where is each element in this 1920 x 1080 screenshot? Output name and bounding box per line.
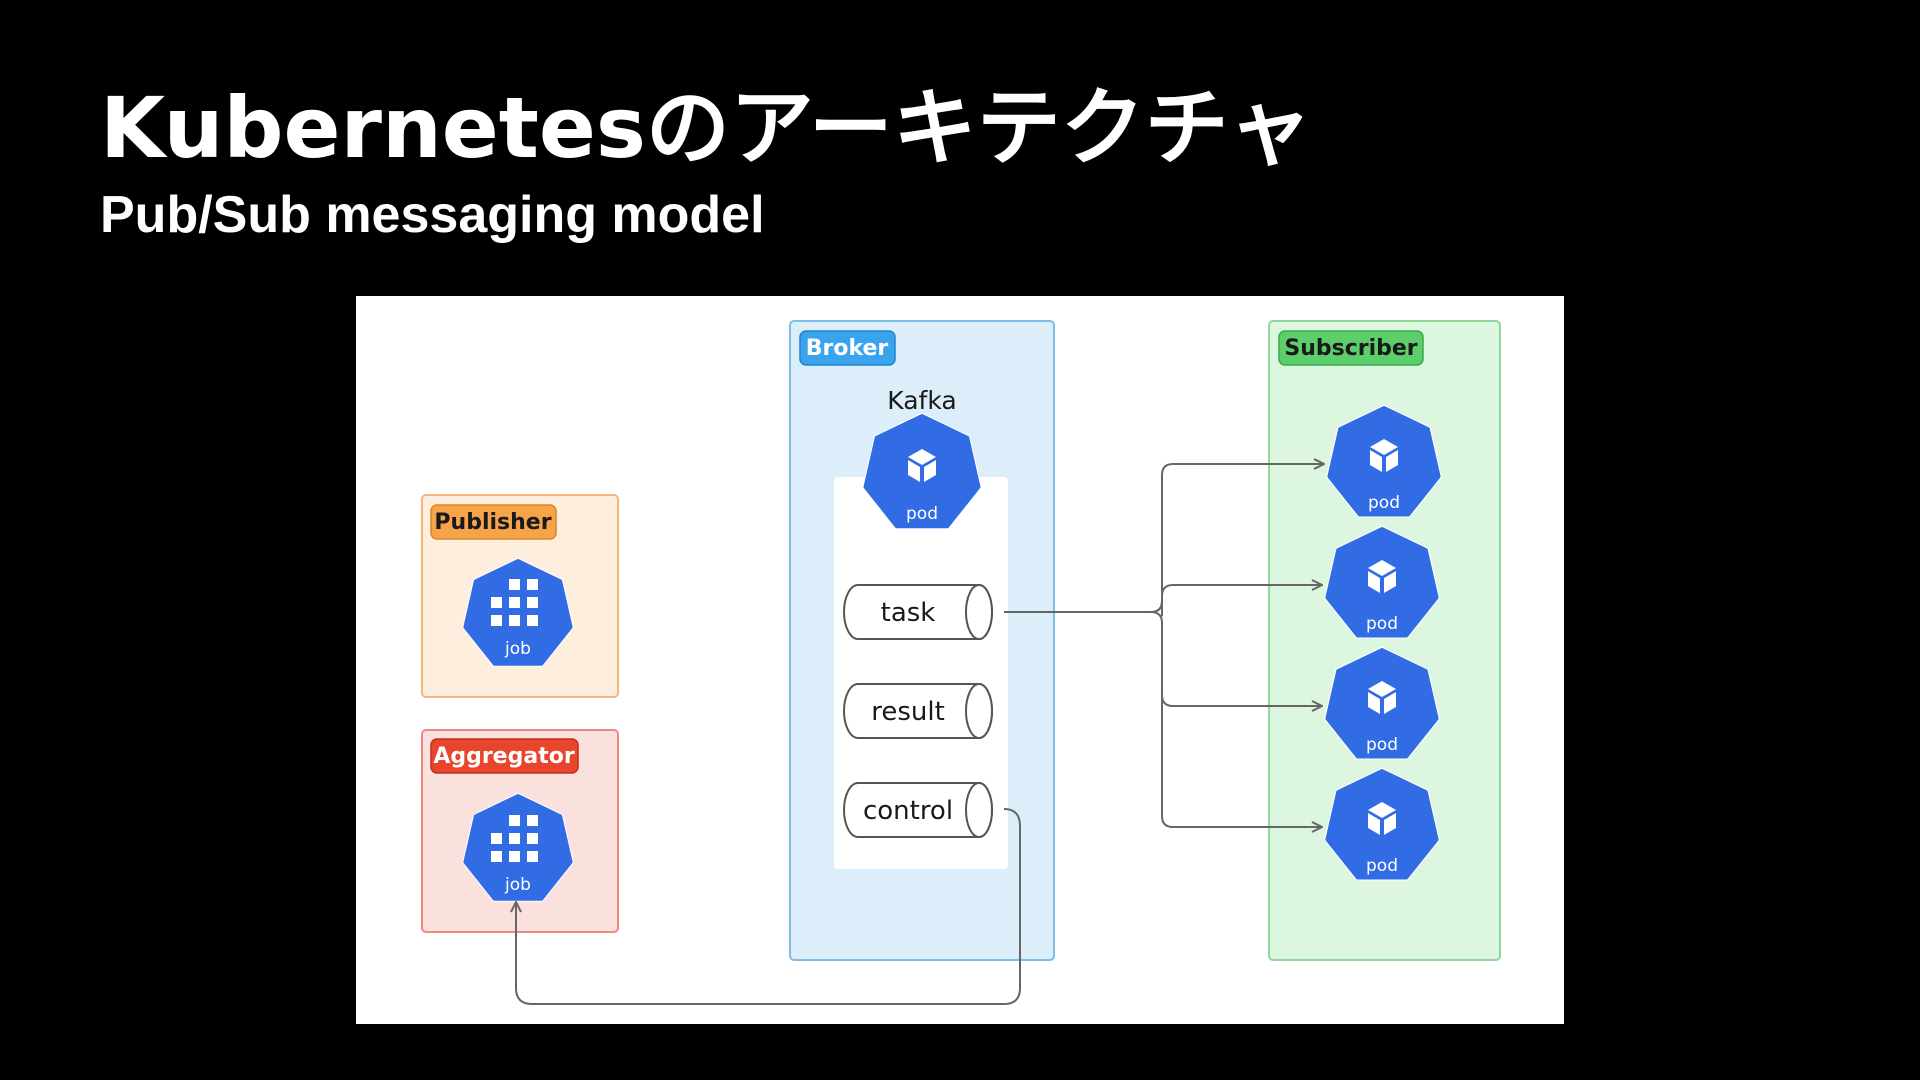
publisher-group: Publisher job [421, 494, 619, 698]
kafka-pod-label: pod [906, 504, 938, 524]
topic-label: task [881, 598, 936, 628]
subscriber-label: Subscriber [1284, 336, 1417, 361]
connectors [516, 464, 1324, 1005]
broker-badge [799, 330, 896, 366]
topic-label: result [871, 697, 945, 727]
task-to-pod-2-arrow [1150, 585, 1322, 613]
broker-group: Broker Kafka pod task result control [789, 320, 1055, 961]
broker-label: Broker [806, 336, 889, 361]
aggregator-group: Aggregator job [421, 729, 619, 933]
subscriber-pod-2-icon [1324, 526, 1440, 639]
diagram-svg: Publisher job Aggregator job Broker Kafk… [421, 320, 1501, 1005]
aggregator-badge [430, 738, 579, 774]
topic-result: result [843, 683, 993, 739]
subscriber-pod-label: pod [1366, 614, 1398, 634]
architecture-diagram: Publisher job Aggregator job Broker Kafk… [356, 296, 1564, 1024]
subscriber-pod-label: pod [1366, 735, 1398, 755]
slide-subtitle: Pub/Sub messaging model [100, 186, 765, 244]
subscriber-pod-1-icon [1326, 405, 1442, 518]
subscriber-badge [1278, 330, 1424, 366]
aggregator-label: Aggregator [433, 744, 575, 769]
subscriber-pod-label: pod [1368, 493, 1400, 513]
publisher-job-label: job [504, 639, 531, 659]
aggregator-job-label: job [504, 875, 531, 895]
topic-label: control [863, 796, 953, 826]
publisher-badge [430, 504, 557, 540]
aggregator-job-icon [462, 793, 574, 902]
kafka-label: Kafka [887, 386, 956, 415]
subscriber-pod-label: pod [1366, 856, 1398, 876]
slide-title: Kubernetesのアーキテクチャ [100, 79, 1312, 177]
task-to-pod-1-arrow [1161, 464, 1324, 601]
subscriber-pod-3-icon [1324, 647, 1440, 760]
topic-control: control [843, 782, 993, 838]
kafka-panel [834, 477, 1008, 869]
subscriber-group: Subscriber pod pod pod pod [1268, 320, 1501, 961]
task-to-pod-4-arrow [1161, 623, 1322, 827]
publisher-label: Publisher [434, 510, 551, 535]
publisher-job-icon [462, 558, 574, 667]
topic-task: task [843, 584, 993, 640]
control-to-aggregator-arrow [516, 808, 1021, 1005]
subscriber-pod-4-icon [1324, 768, 1440, 881]
kafka-pod-icon [862, 413, 982, 530]
